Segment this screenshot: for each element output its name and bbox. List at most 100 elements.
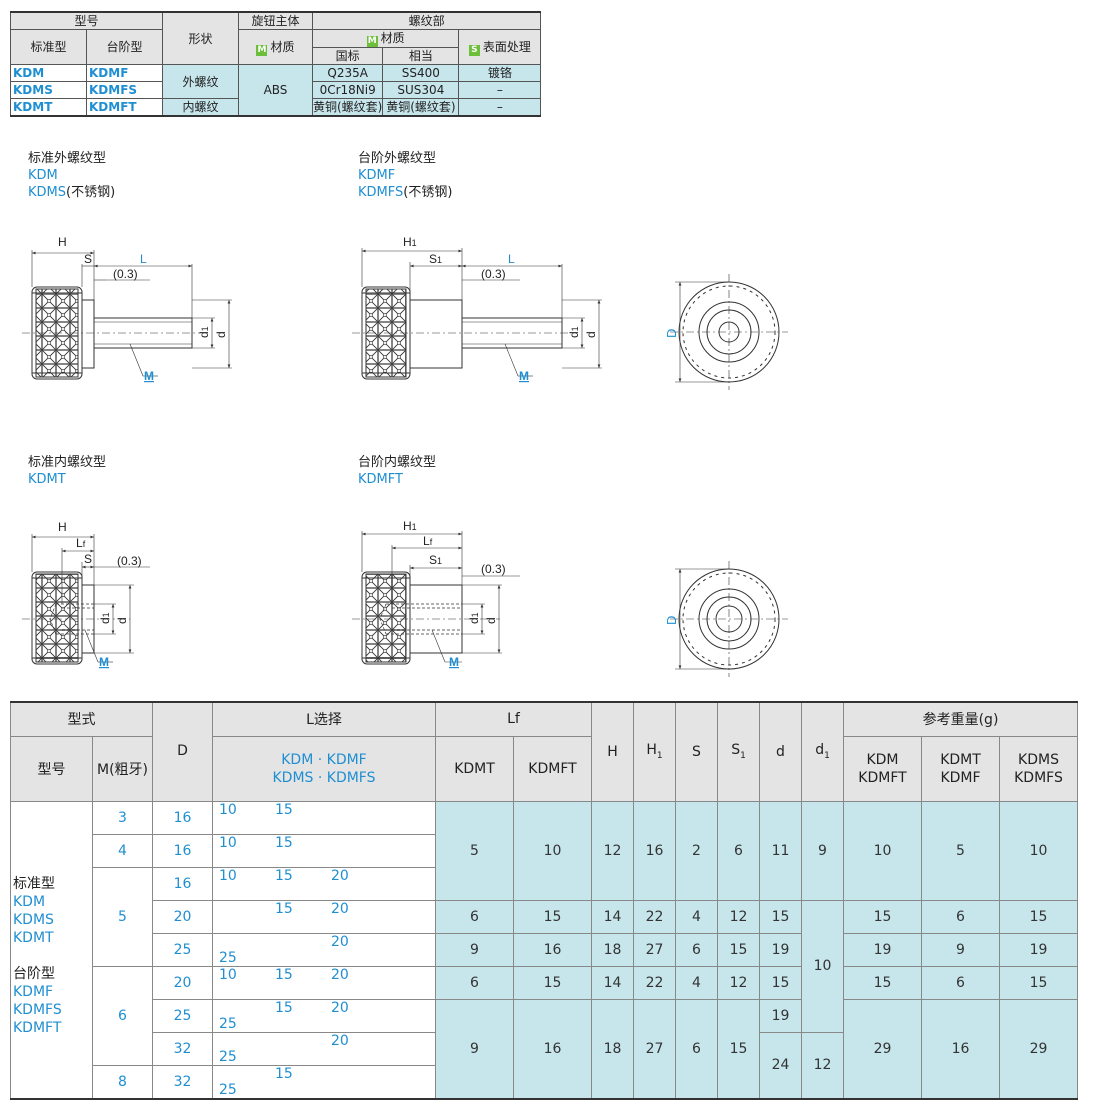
spec-surface-2: – bbox=[458, 98, 542, 117]
cell-kdmft: 15 bbox=[513, 899, 592, 934]
spec-national-1: 0Cr18Ni9 bbox=[311, 81, 384, 99]
cell-D: 25 bbox=[152, 998, 213, 1033]
spec-equiv-1: SUS304 bbox=[382, 81, 460, 99]
dim-L: L bbox=[140, 252, 147, 266]
label-std-ext: 标准外螺纹型 KDM KDMS(不锈钢) bbox=[28, 151, 116, 200]
cell-kdmt: 9 bbox=[435, 932, 514, 967]
dim-Lf: Lf bbox=[423, 534, 433, 548]
cell-m: 8 bbox=[92, 1064, 153, 1099]
dim-D: D bbox=[664, 329, 679, 338]
spec-shape-int: 内螺纹 bbox=[162, 98, 239, 117]
label-step-ext: 台阶外螺纹型 KDMF KDMFS(不锈钢) bbox=[358, 151, 453, 200]
th-type: 型式 bbox=[10, 701, 153, 737]
dim-H: H bbox=[58, 235, 67, 249]
th-weight: 参考重量(g) bbox=[843, 701, 1078, 737]
spec-surface-1: – bbox=[458, 81, 542, 99]
dim-gap: (0.3) bbox=[481, 267, 506, 281]
cell-kdmt: 5 bbox=[435, 800, 514, 901]
drawing-end-view-int bbox=[670, 561, 788, 677]
th-S1: S1 bbox=[717, 701, 760, 802]
cell-D: 25 bbox=[152, 932, 213, 967]
cell-d: 19 bbox=[759, 932, 802, 967]
cell-Lsel: 2025 bbox=[212, 1031, 436, 1066]
dim-d: d bbox=[115, 617, 129, 624]
cell-w1: 15 bbox=[843, 965, 922, 1000]
cell-d1-merged: 10 bbox=[801, 899, 844, 1033]
dim-d1: d1 bbox=[567, 326, 581, 338]
cell-w3: 15 bbox=[999, 899, 1078, 934]
cell-D: 16 bbox=[152, 833, 213, 868]
cell-H: 14 bbox=[591, 899, 634, 934]
drawing-std-ext bbox=[22, 250, 232, 380]
cell-w3: 29 bbox=[999, 998, 1078, 1099]
dim-S: S bbox=[84, 252, 92, 266]
dims-step-int: H1 Lf S1 (0.3) d1 d M bbox=[403, 519, 506, 669]
th-H1: H1 bbox=[633, 701, 676, 802]
cell-w2: 5 bbox=[921, 800, 1000, 901]
spec-step-0: KDMF bbox=[86, 64, 163, 82]
th-d: d bbox=[759, 701, 802, 802]
dim-H1: H1 bbox=[403, 235, 417, 249]
cell-H1: 22 bbox=[633, 965, 676, 1000]
drawing-step-int bbox=[352, 531, 520, 665]
spec-shape-ext: 外螺纹 bbox=[162, 64, 239, 99]
spec-equiv-0: SS400 bbox=[382, 64, 460, 82]
cell-w2: 6 bbox=[921, 965, 1000, 1000]
spec-step-1: KDMFS bbox=[86, 81, 163, 99]
cell-d1: 9 bbox=[801, 800, 844, 901]
spec-h-std: 标准型 bbox=[10, 29, 87, 65]
spec-equiv-2: 黄铜(螺纹套) bbox=[382, 98, 460, 117]
cell-d: 15 bbox=[759, 899, 802, 934]
cell-kdmft: 16 bbox=[513, 998, 592, 1099]
drawing-step-ext bbox=[352, 248, 602, 380]
dim-H1: H1 bbox=[403, 519, 417, 533]
th-H: H bbox=[591, 701, 634, 802]
cell-S1: 12 bbox=[717, 899, 760, 934]
dims-step-ext: H1 S1 L (0.3) d1 d M bbox=[403, 235, 598, 383]
dim-d1: d1 bbox=[98, 612, 112, 624]
dim-M: M bbox=[449, 655, 459, 669]
th-kdmt: KDMT bbox=[435, 735, 514, 802]
cell-w1: 19 bbox=[843, 932, 922, 967]
cell-kdmt: 6 bbox=[435, 965, 514, 1000]
cell-d: 15 bbox=[759, 965, 802, 1000]
material-m-icon: M bbox=[256, 44, 268, 56]
dim-M: M bbox=[99, 655, 109, 669]
drawing-std-int bbox=[22, 534, 150, 665]
cell-H1: 27 bbox=[633, 998, 676, 1099]
label-step-int: 台阶内螺纹型 KDMFT bbox=[358, 455, 437, 487]
cell-w3: 10 bbox=[999, 800, 1078, 901]
cell-w2: 16 bbox=[921, 998, 1000, 1099]
cell-S1: 15 bbox=[717, 932, 760, 967]
dim-d1: d1 bbox=[467, 612, 481, 624]
dim-S1: S1 bbox=[429, 252, 442, 266]
cell-H: 18 bbox=[591, 998, 634, 1099]
spec-h-step: 台阶型 bbox=[86, 29, 163, 65]
dimension-table: 型式 D L选择 Lf H H1 S S1 d d1 参考重量(g) 型号 M(… bbox=[10, 701, 1078, 1100]
cell-kdmft: 10 bbox=[513, 800, 592, 901]
spec-h-shape: 形状 bbox=[162, 11, 239, 65]
cell-d: 19 bbox=[759, 998, 802, 1033]
th-D: D bbox=[152, 701, 213, 802]
cell-D: 16 bbox=[152, 866, 213, 901]
dim-D: D bbox=[664, 616, 679, 625]
th-kdmft: KDMFT bbox=[513, 735, 592, 802]
cell-S: 4 bbox=[675, 899, 718, 934]
spec-knob-material: ABS bbox=[238, 64, 313, 117]
dim-gap: (0.3) bbox=[113, 267, 138, 281]
dim-d: d bbox=[214, 331, 228, 338]
cell-w1: 10 bbox=[843, 800, 922, 901]
dim-M: M bbox=[519, 369, 529, 383]
th-S: S bbox=[675, 701, 718, 802]
material-m-icon: M bbox=[366, 36, 378, 47]
dim-Lf: Lf bbox=[76, 536, 86, 550]
